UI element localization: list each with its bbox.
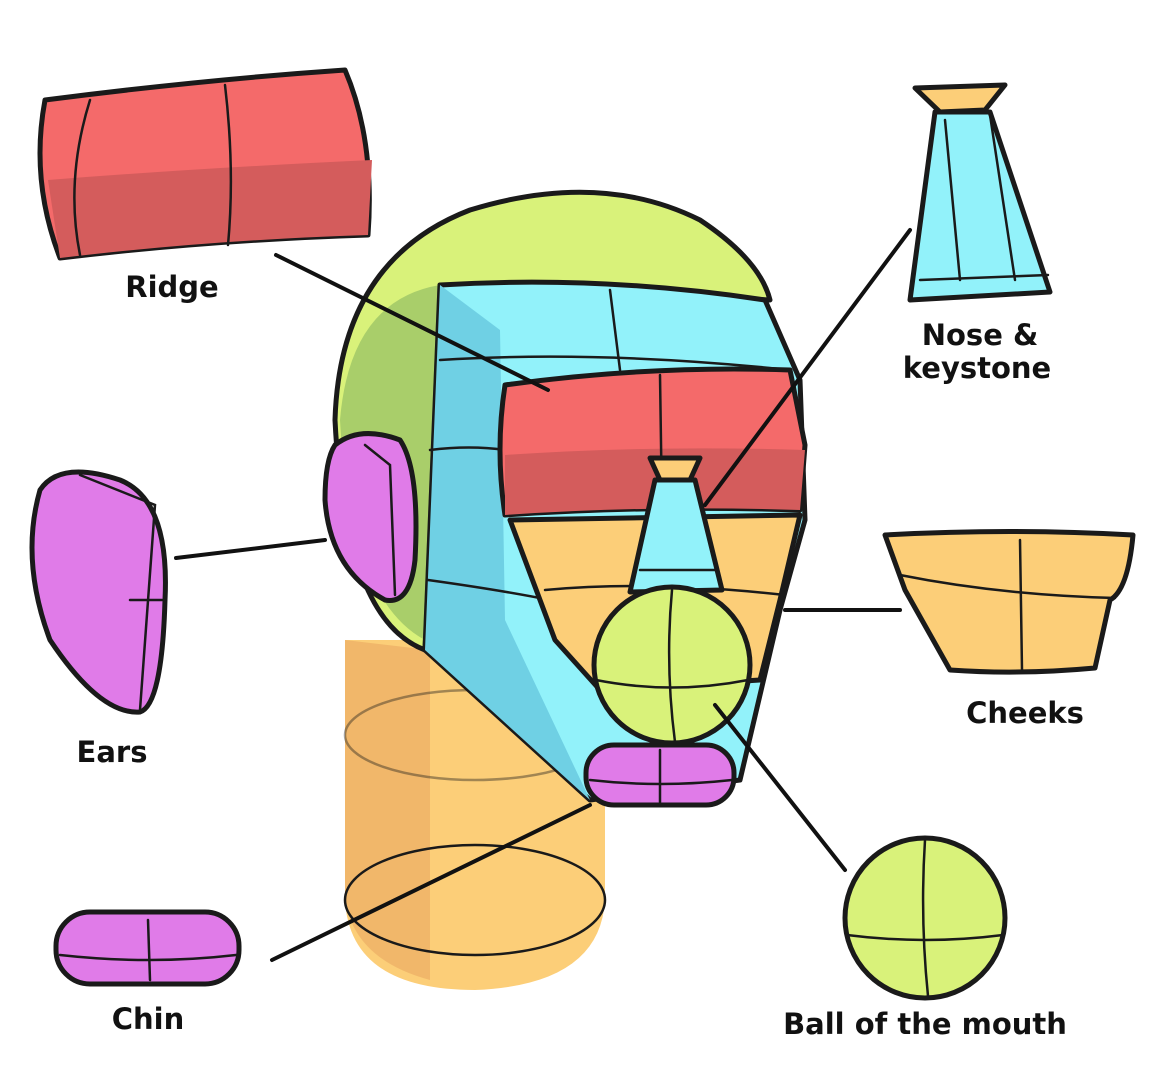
label-cheeks: Cheeks	[966, 696, 1084, 730]
ridge-on-face	[497, 366, 808, 518]
chin-pointer	[270, 803, 592, 962]
nose-pointer	[703, 228, 912, 507]
ridge-pointer	[274, 253, 550, 392]
label-chin: Chin	[112, 1002, 185, 1036]
chin-block	[53, 909, 242, 987]
label-nose-line1: Nose &	[922, 318, 1039, 352]
ear-on-head	[322, 431, 419, 603]
ear-block	[29, 469, 168, 715]
label-ridge: Ridge	[125, 270, 218, 304]
ball-pointer	[713, 703, 847, 872]
label-nose-line2: keystone	[903, 351, 1051, 385]
cheeks-block	[882, 529, 1136, 675]
ball-of-mouth-sphere	[842, 835, 1008, 1001]
ridge-block	[37, 67, 372, 261]
label-ball-of-mouth: Ball of the mouth	[783, 1007, 1067, 1041]
nose-on-face	[627, 455, 725, 595]
label-ears: Ears	[77, 735, 148, 769]
nose-block	[907, 82, 1053, 303]
ears-pointer	[174, 538, 327, 560]
chin-on-face	[583, 742, 737, 808]
ball-on-face	[591, 584, 753, 746]
